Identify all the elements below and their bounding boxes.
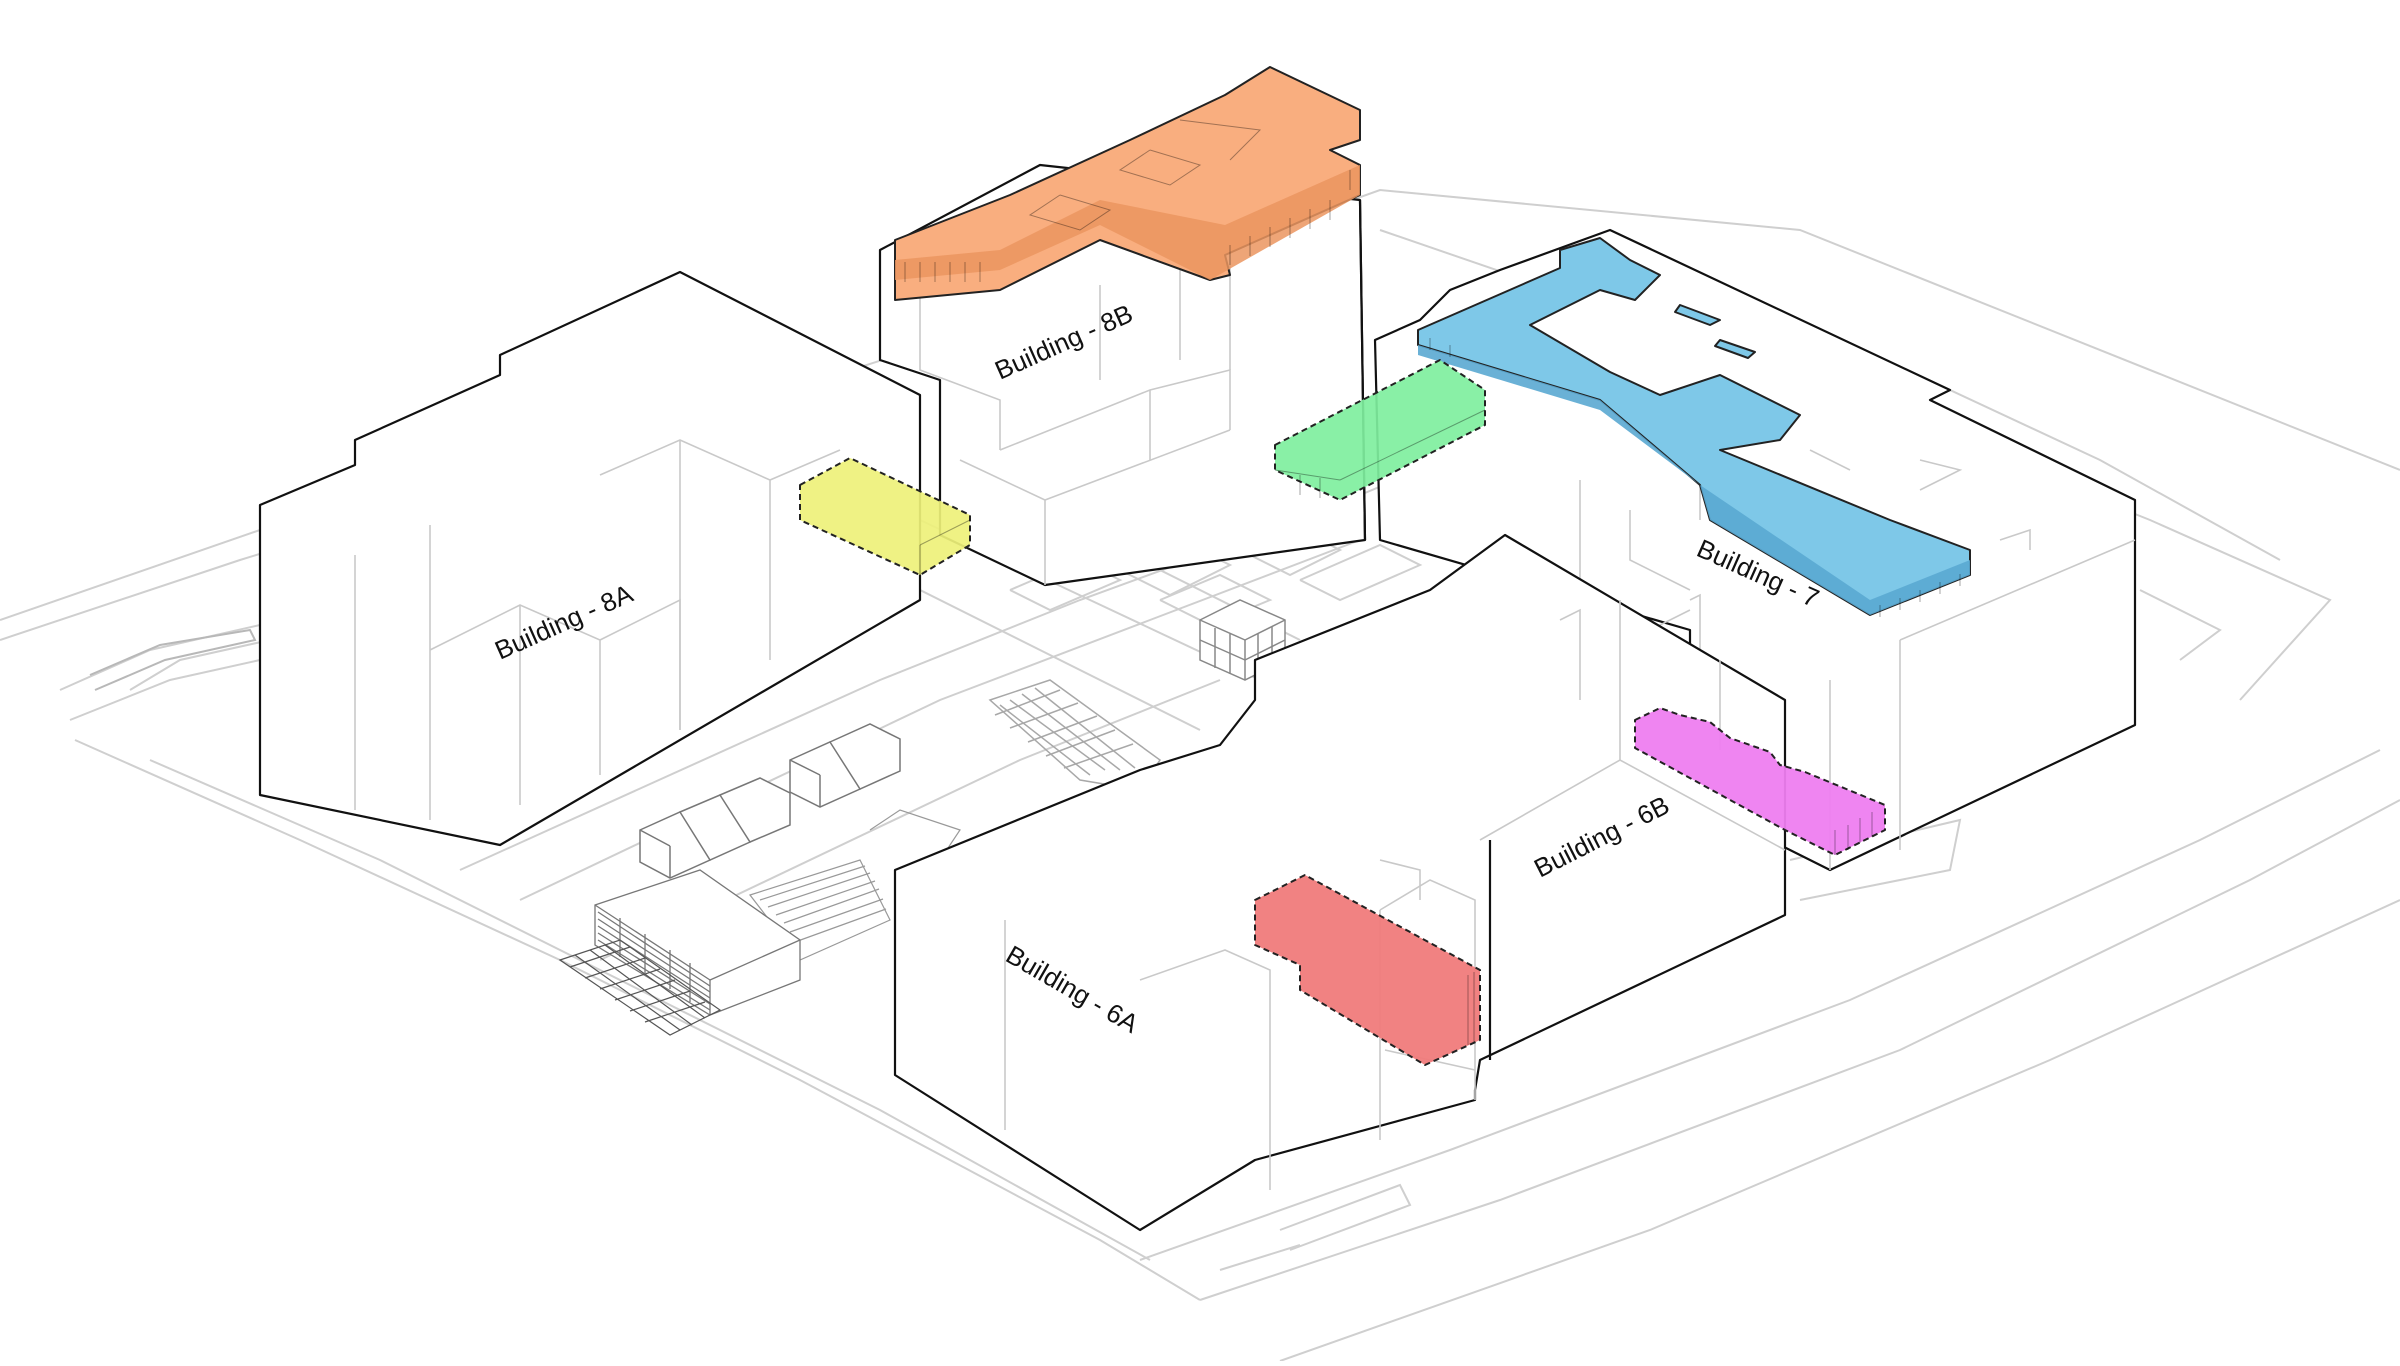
- highlight-orange-roof: [894, 66, 1361, 301]
- orange-roof-ribs: [904, 170, 1351, 282]
- building-6a-6b: [893, 533, 1787, 1232]
- building-8a: [258, 270, 922, 847]
- highlight-magenta-volume: [1634, 707, 1886, 856]
- highlight-red-volume: [1254, 874, 1481, 1066]
- magenta-ribs: [1834, 812, 1873, 855]
- highlight-green-bridge: [1274, 359, 1486, 501]
- blue-roof-ribs: [1429, 338, 1961, 617]
- plaza-grid: [558, 939, 722, 1036]
- red-ribs: [1467, 972, 1475, 1045]
- highlight-blue-roof: [1417, 237, 1971, 617]
- pavilions: [639, 723, 901, 879]
- highlight-yellow-bridge: [799, 457, 971, 576]
